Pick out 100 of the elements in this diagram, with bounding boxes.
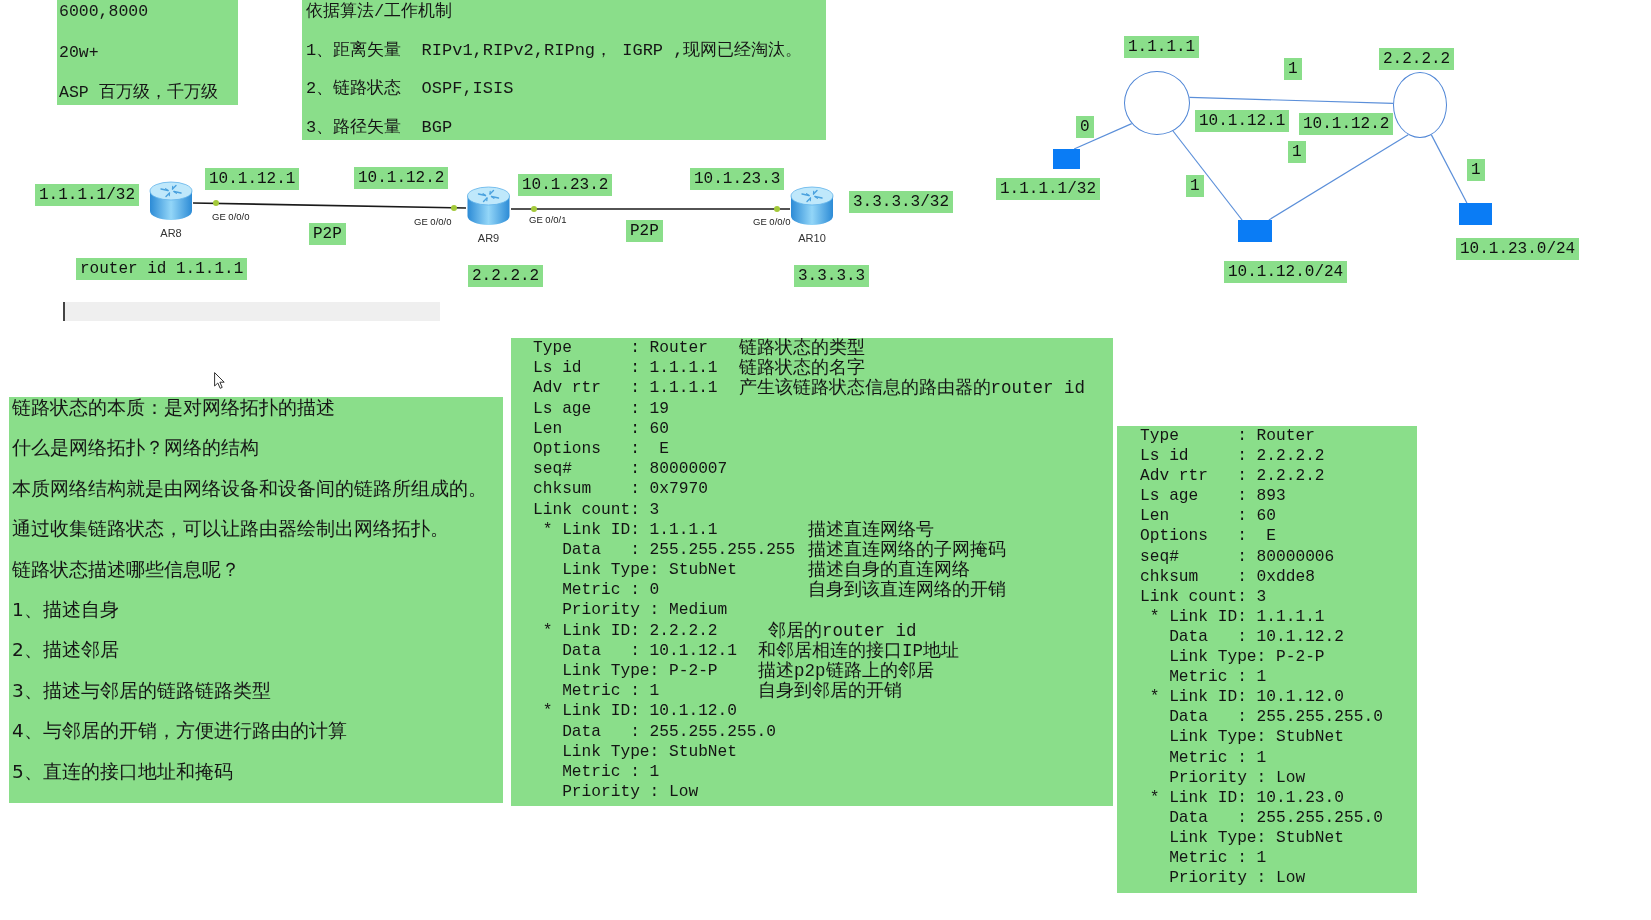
code-line: Priority : Low <box>1169 868 1306 889</box>
code-line: Type : Router <box>533 338 708 359</box>
address-label: 10.1.12.2 <box>354 167 449 189</box>
address-label: 10.1.12.1 <box>1195 110 1290 132</box>
address-label: 10.1.23.2 <box>518 174 613 196</box>
code-line: Data : 10.1.12.1 <box>562 640 737 661</box>
address-label: 10.1.23.3 <box>690 168 785 190</box>
note-text: 1、描述自身 <box>12 598 119 621</box>
address-label: 10.1.23.0/24 <box>1456 238 1580 260</box>
annotation-text: 和邻居相连的接口IP地址 <box>758 640 959 661</box>
address-label: 3.3.3.3/32 <box>849 191 953 213</box>
note-text: 20w+ <box>59 41 99 64</box>
annotation-text: 自身到邻居的开销 <box>758 681 902 702</box>
note-text: 3、描述与邻居的链路链路类型 <box>12 679 271 702</box>
address-label: 10.1.12.1 <box>205 168 300 190</box>
note-text: 6000,8000 <box>59 1 149 23</box>
code-line: Metric : 1 <box>1169 847 1267 869</box>
code-line: Metric : 1 <box>562 681 660 702</box>
note-text: 4、与邻居的开销，方便进行路由的计算 <box>12 720 347 743</box>
address-label: 1.1.1.1/32 <box>35 184 139 206</box>
code-line: Len : 60 <box>1140 506 1276 527</box>
network-square <box>1053 149 1080 169</box>
link-line <box>192 202 467 209</box>
code-line: Link Type: StubNet <box>1169 727 1344 748</box>
annotation-text: 链路状态的类型 <box>738 338 865 358</box>
edge-label: P2P <box>309 223 346 245</box>
note-panel <box>9 397 503 803</box>
code-line: Metric : 1 <box>562 761 660 783</box>
code-line: Link Type: P-2-P <box>562 661 718 682</box>
router-name: AR8 <box>160 227 182 240</box>
code-line: Ls id : 1.1.1.1 <box>533 358 718 379</box>
annotation-text: 自身到该直连网络的开销 <box>807 580 1006 601</box>
code-line: Ls age : 19 <box>533 398 669 419</box>
code-line: Link Type: StubNet <box>562 560 737 581</box>
note-panel <box>302 0 826 140</box>
annotation-text: 描述直连网络的子网掩码 <box>807 539 1006 560</box>
note-text: 5、直连的接口地址和掩码 <box>12 760 233 783</box>
address-label: 2.2.2.2 <box>468 265 544 287</box>
note-text: 依据算法/工作机制 <box>306 1 453 23</box>
code-line: Type : Router <box>1140 426 1315 447</box>
code-line: * Link ID: 1.1.1.1 <box>542 519 718 540</box>
edge-label: 1 <box>1284 58 1302 80</box>
code-line: seq# : 80000006 <box>1140 546 1335 567</box>
note-text: 什么是网络拓扑？网络的结构 <box>12 437 259 460</box>
note-text: 通过收集链路状态，可以让路由器绘制出网络拓扑。 <box>12 518 449 541</box>
address-label: 1.1.1.1 <box>1124 36 1200 58</box>
note-text: ASP 百万级，千万级 <box>59 82 218 104</box>
annotation-text: 描述直连网络号 <box>807 519 934 540</box>
code-line: Options : E <box>533 438 669 460</box>
code-line: * Link ID: 10.1.12.0 <box>542 701 737 722</box>
note-text: 1、距离矢量 RIPv1,RIPv2,RIPng， IGRP ,现网已经淘汰。 <box>306 39 803 62</box>
code-line: chksum : 0xdde8 <box>1140 566 1315 587</box>
note-panel <box>57 0 238 105</box>
code-line: Data : 255.255.255.0 <box>562 721 776 742</box>
code-line: * Link ID: 2.2.2.2 <box>542 620 718 641</box>
code-line: Link count: 3 <box>1140 586 1267 607</box>
code-line: Link count: 3 <box>533 499 660 520</box>
code-line: * Link ID: 10.1.23.0 <box>1149 787 1344 808</box>
code-line: Data : 255.255.255.0 <box>1169 707 1383 728</box>
code-line: Ls age : 893 <box>1140 486 1286 507</box>
code-line: Data : 10.1.12.2 <box>1169 626 1344 648</box>
code-line: chksum : 0x7970 <box>533 479 708 500</box>
link-line <box>1188 96 1394 104</box>
edge-label: 1 <box>1288 141 1306 163</box>
annotation-text: 链路状态的名字 <box>738 358 865 379</box>
code-line: Adv rtr : 2.2.2.2 <box>1140 466 1325 487</box>
code-line: Len : 60 <box>533 418 669 439</box>
code-line: Priority : Low <box>562 782 699 803</box>
code-line: Metric : 0 <box>562 580 660 601</box>
code-line: * Link ID: 1.1.1.1 <box>1149 606 1325 627</box>
address-label: router id 1.1.1.1 <box>76 258 248 280</box>
port-label: GE 0/0/0 <box>753 216 791 227</box>
code-line: Link Type: StubNet <box>1169 827 1344 848</box>
code-line: Link Type: P-2-P <box>1169 647 1325 668</box>
code-line: Options : E <box>1140 526 1276 547</box>
edge-label: 0 <box>1076 116 1094 138</box>
link-line <box>510 208 791 210</box>
code-line: Metric : 1 <box>1169 667 1267 688</box>
lsa-panel <box>1117 426 1417 893</box>
address-label: 10.1.12.0/24 <box>1224 261 1348 283</box>
code-line: Priority : Low <box>1169 767 1306 788</box>
code-line: Link Type: StubNet <box>562 741 737 762</box>
network-square <box>1459 203 1492 225</box>
port-label: GE 0/0/0 <box>212 211 250 222</box>
address-label: 2.2.2.2 <box>1379 48 1455 70</box>
note-text: 2、链路状态 OSPF,ISIS <box>306 78 514 100</box>
code-line: Adv rtr : 1.1.1.1 <box>533 378 718 399</box>
router-name: AR10 <box>798 232 826 245</box>
code-line: Priority : Medium <box>562 600 728 621</box>
code-line: seq# : 80000007 <box>533 459 728 480</box>
link-line <box>1430 134 1468 204</box>
router-name: AR9 <box>477 232 500 245</box>
note-text: 本质网络结构就是由网络设备和设备间的链路所组成的。 <box>12 477 487 500</box>
note-text: 链路状态的本质：是对网络拓扑的描述 <box>12 397 335 419</box>
address-label: 3.3.3.3 <box>794 265 870 287</box>
note-text: 2、描述邻居 <box>12 639 119 662</box>
edge-label: 1 <box>1186 175 1204 197</box>
note-text: 3、路径矢量 BGP <box>306 116 453 139</box>
code-line: * Link ID: 10.1.12.0 <box>1149 687 1344 708</box>
annotation-text: 邻居的router id <box>768 620 917 641</box>
